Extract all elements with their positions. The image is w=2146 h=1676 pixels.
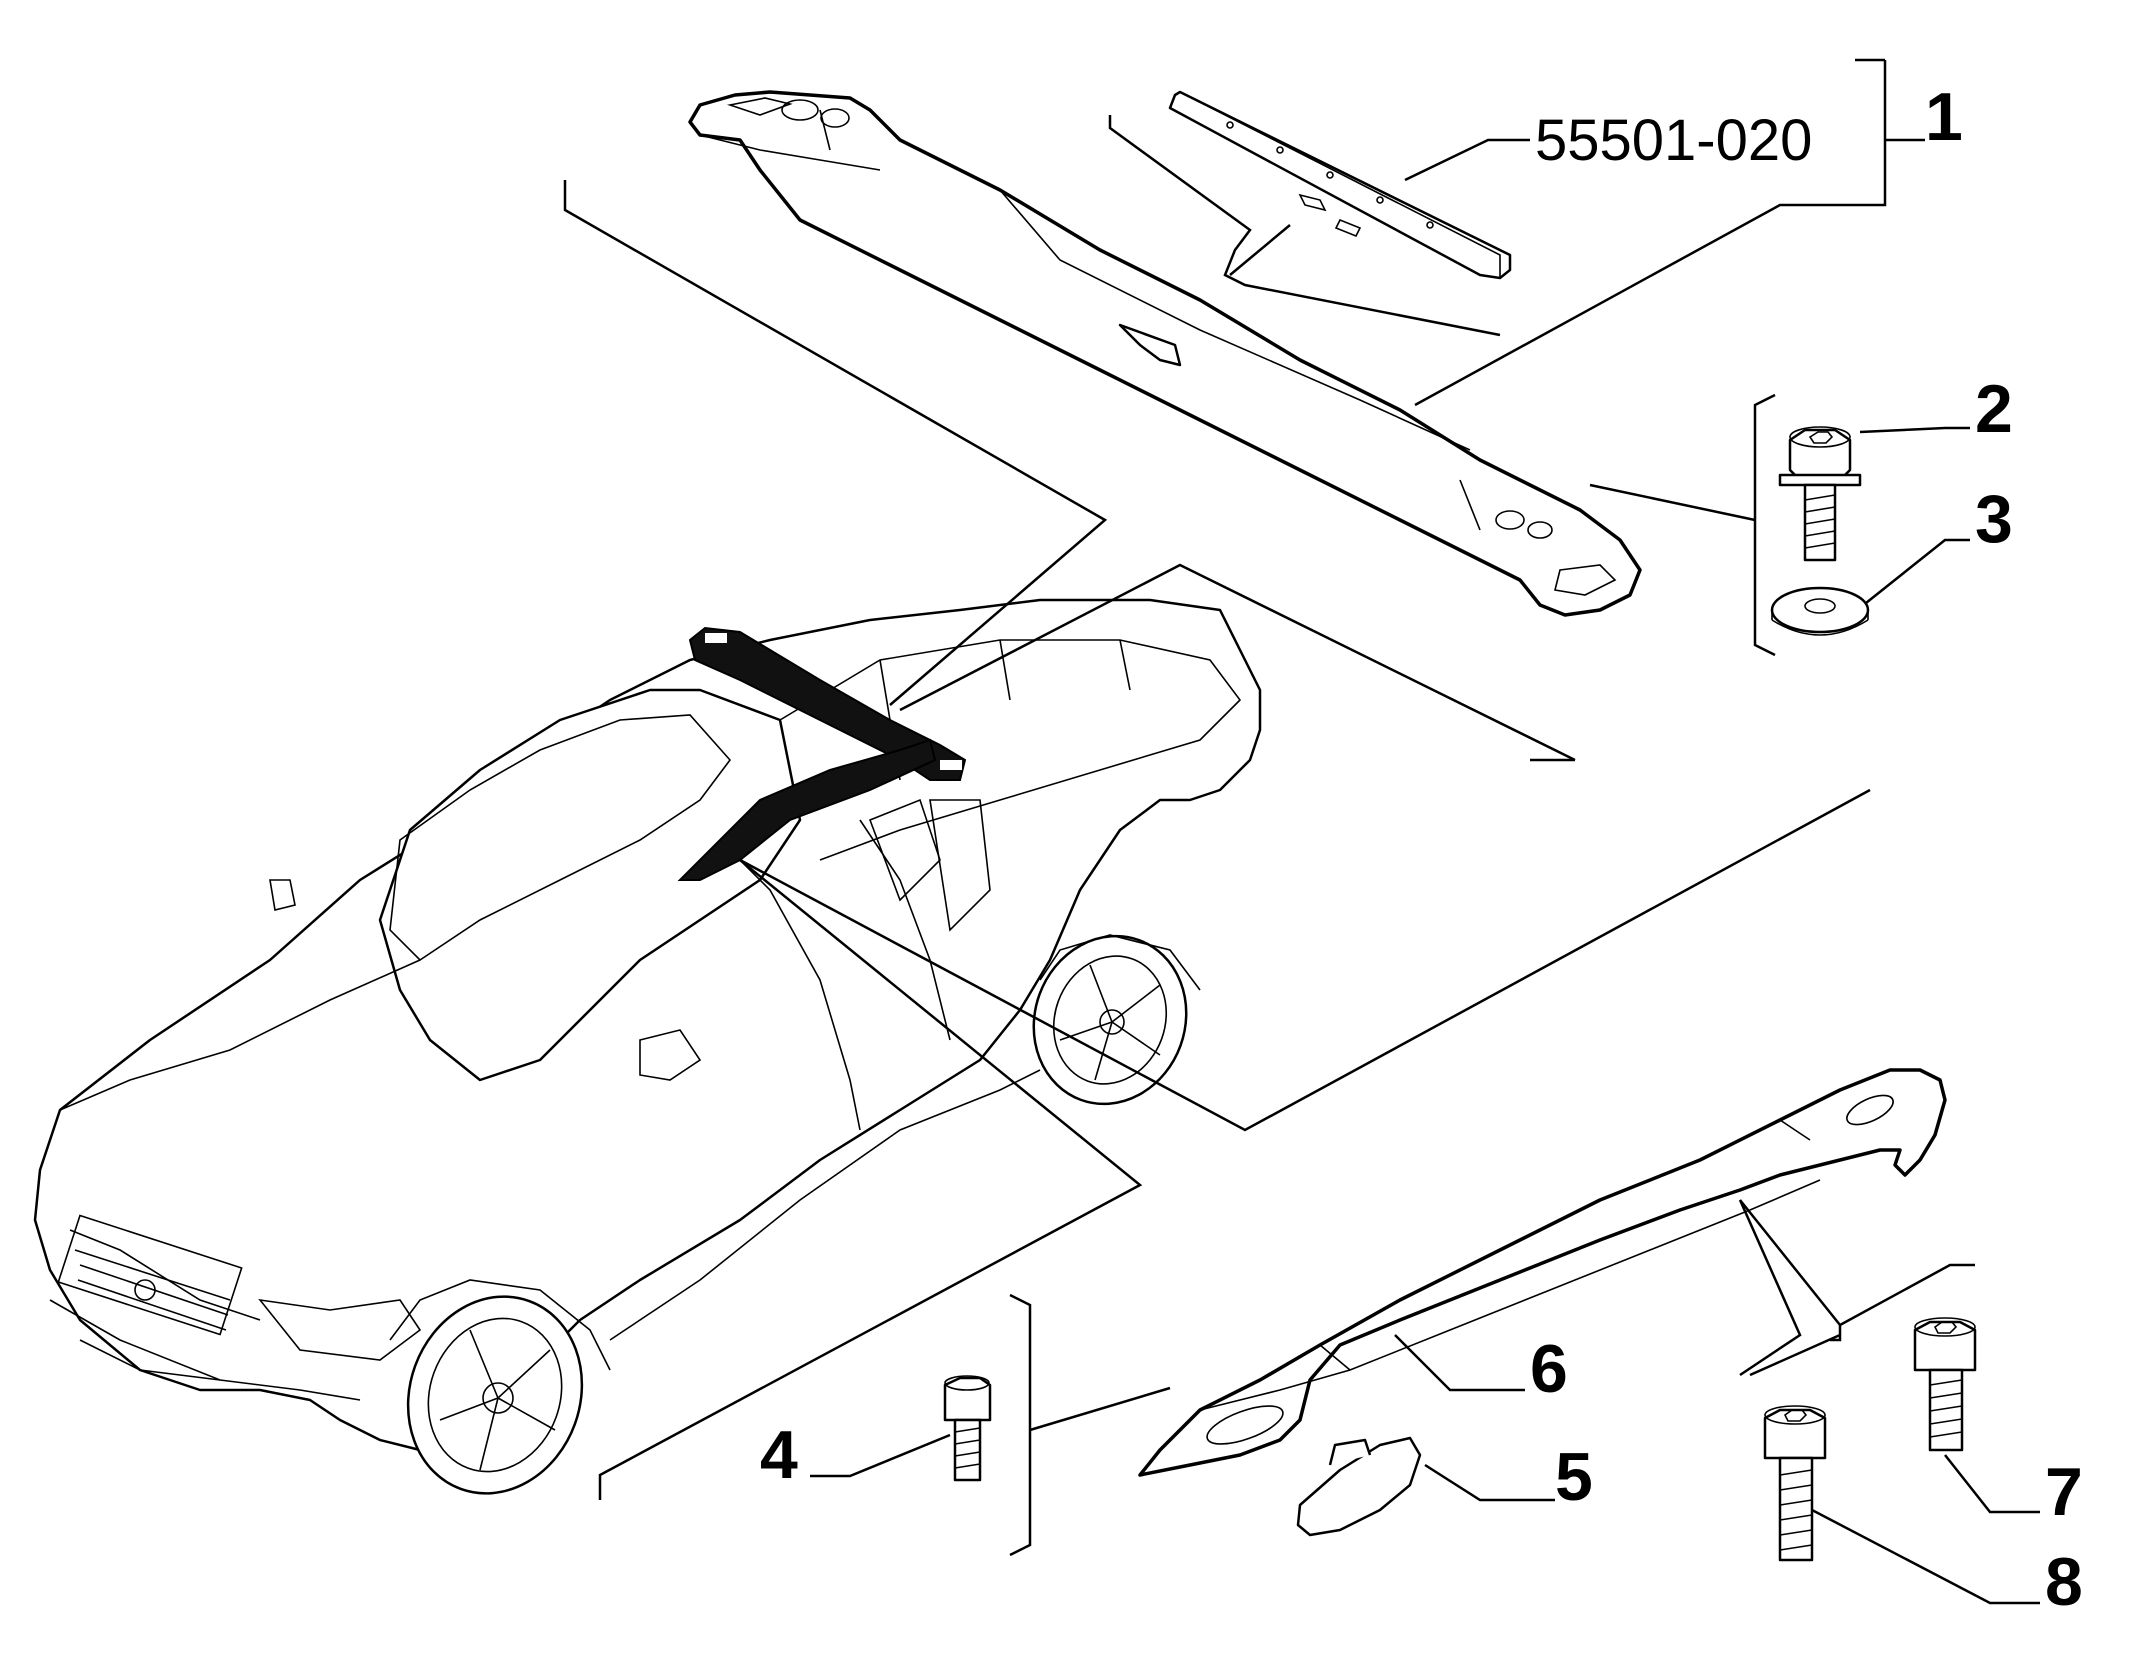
screw-part-2	[1778, 426, 1862, 562]
callout-2: 2	[1975, 371, 2013, 447]
callout-labels: 55501-020 1 2 3 4 5 6 7 8	[760, 79, 2083, 1620]
callout-5: 5	[1555, 1439, 1593, 1515]
end-cap	[1296, 1436, 1422, 1537]
screw-part-8	[1763, 1405, 1827, 1562]
washer-part-3	[1770, 586, 1870, 636]
vehicle-illustration	[33, 598, 1262, 1495]
reinforcement-plate	[1168, 90, 1512, 280]
part-number-label: 55501-020	[1535, 108, 1812, 173]
roof-rail-lower	[1138, 1068, 1947, 1477]
screw-part-4	[943, 1375, 992, 1482]
leader-lines	[563, 58, 2040, 1605]
callout-3: 3	[1975, 481, 2013, 557]
callout-8: 8	[2045, 1544, 2083, 1620]
callout-6: 6	[1530, 1331, 1568, 1407]
callout-4: 4	[760, 1417, 798, 1493]
callout-7: 7	[2045, 1454, 2083, 1530]
screw-part-7	[1913, 1317, 1977, 1452]
roof-rail-upper	[688, 90, 1642, 617]
callout-1: 1	[1925, 79, 1963, 155]
